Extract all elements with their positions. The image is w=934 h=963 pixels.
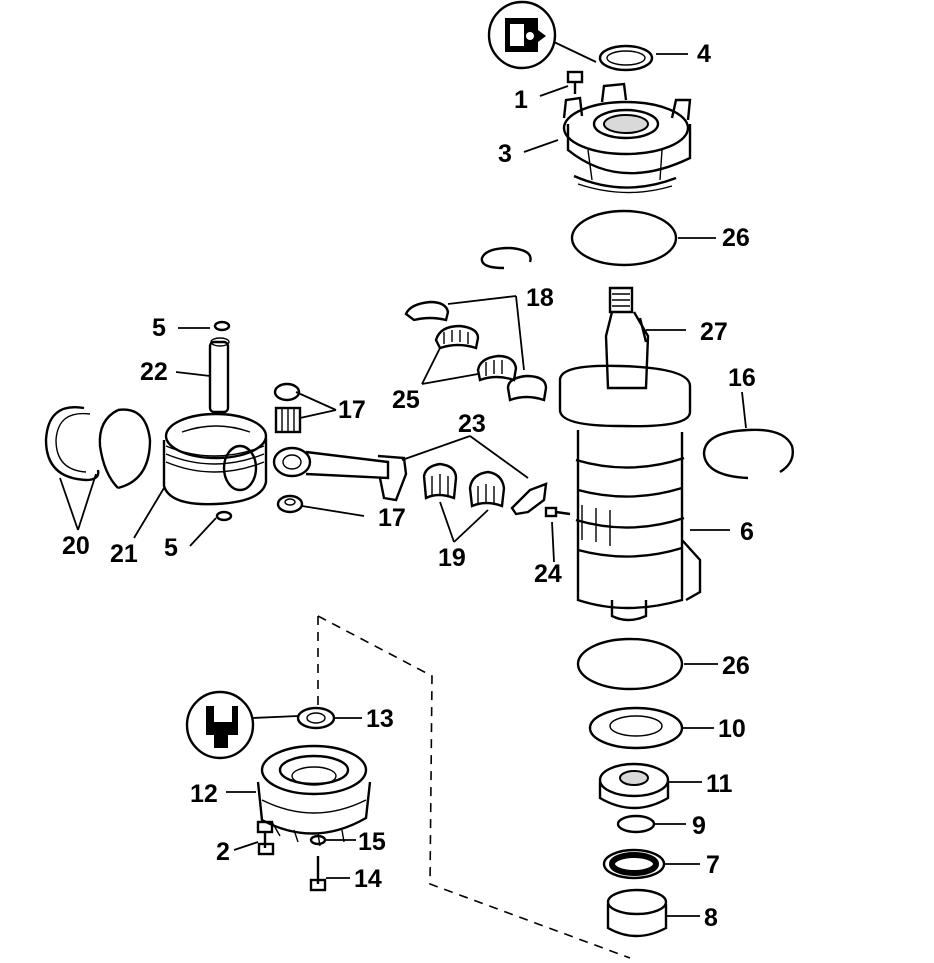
- rod-screw-24: [544, 506, 571, 518]
- callout-13: 13: [366, 705, 394, 733]
- callout-7: 7: [706, 851, 720, 879]
- callout-4: 4: [697, 40, 711, 68]
- thrust-washer-10: [588, 706, 684, 750]
- callout-24: 24: [534, 560, 562, 588]
- sleeve-8: [606, 888, 668, 938]
- o-ring-lower-26: [576, 637, 684, 691]
- callout-6: 6: [740, 518, 754, 546]
- callout-27: 27: [700, 318, 728, 346]
- bearing-cages-19: [422, 462, 506, 508]
- screw-1: [566, 70, 584, 94]
- callout-1: 1: [514, 86, 528, 114]
- screw-14: [309, 856, 327, 892]
- lower-bearing-housing-12: [256, 744, 372, 847]
- callout-15: 15: [358, 828, 386, 856]
- retaining-ring-16: [702, 428, 794, 480]
- callout-2: 2: [216, 838, 230, 866]
- callout-26: 26: [722, 652, 750, 680]
- sealant-tube-icon: [487, 0, 597, 70]
- callout-14: 14: [354, 865, 382, 893]
- callout-20: 20: [62, 532, 90, 560]
- lubricant-gun-icon: [185, 690, 299, 760]
- callout-12: 12: [190, 780, 218, 808]
- crankshaft: [558, 286, 702, 622]
- callout-3: 3: [498, 140, 512, 168]
- retaining-ring-9: [616, 814, 656, 834]
- callout-21: 21: [110, 540, 138, 568]
- callout-18: 18: [526, 284, 554, 312]
- screw-2: [256, 820, 275, 856]
- leader-lines: [59, 53, 747, 917]
- callout-26: 26: [722, 224, 750, 252]
- rod-cap-23: [510, 482, 548, 516]
- connecting-rod: [272, 446, 408, 502]
- callout-16: 16: [728, 364, 756, 392]
- piston-pin-22: [208, 340, 230, 414]
- callout-19: 19: [438, 544, 466, 572]
- washer-15: [309, 834, 327, 846]
- retainer-5-bottom: [215, 510, 233, 522]
- piston-21: [162, 412, 268, 506]
- callout-9: 9: [692, 812, 706, 840]
- key-27: [638, 317, 648, 343]
- callout-5: 5: [164, 534, 178, 562]
- piston-rings-20: [44, 406, 152, 490]
- retainer-5-top: [213, 320, 231, 332]
- callout-22: 22: [140, 358, 168, 386]
- bearing-halves-25: [404, 300, 548, 402]
- upper-bearing-housing: [562, 82, 692, 194]
- callout-10: 10: [718, 715, 746, 743]
- callout-11: 11: [706, 770, 733, 798]
- seal-4: [598, 44, 654, 72]
- ball-bearing-11: [598, 762, 670, 810]
- callout-5: 5: [152, 314, 166, 342]
- o-ring-upper-26: [570, 209, 678, 267]
- callout-25: 25: [392, 386, 420, 414]
- seal-13: [296, 706, 336, 730]
- callout-17: 17: [338, 396, 366, 424]
- seal-7: [602, 848, 666, 880]
- retaining-ring-18: [480, 246, 532, 270]
- callout-8: 8: [704, 904, 718, 932]
- thrust-washer-bearing-17: [273, 382, 304, 514]
- callout-17: 17: [378, 504, 406, 532]
- callout-23: 23: [458, 410, 486, 438]
